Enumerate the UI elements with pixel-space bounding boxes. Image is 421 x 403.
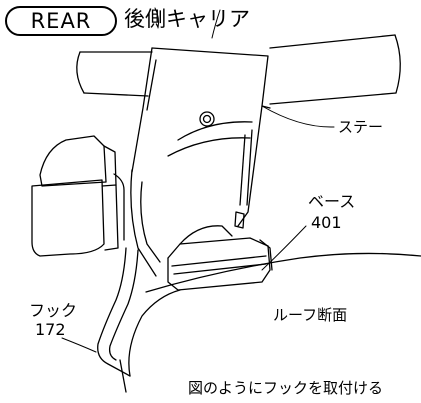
label-hook: フック xyxy=(29,301,78,320)
label-base: ベース xyxy=(308,192,356,211)
base-block xyxy=(167,225,273,291)
rear-badge: REAR xyxy=(5,6,117,36)
title-rear-carrier: 後側キャリア xyxy=(124,7,250,31)
stay-bracket xyxy=(130,7,271,277)
hook-172 xyxy=(97,247,139,393)
rear-label: REAR xyxy=(30,9,92,33)
roof-section xyxy=(128,252,421,377)
crossbar xyxy=(76,34,401,105)
label-hook-number: 172 xyxy=(35,320,66,339)
label-stay: ステー xyxy=(338,118,384,136)
bolt-icon xyxy=(199,111,215,127)
caption: 図のようにフックを取付ける xyxy=(188,379,384,397)
label-roof-section: ルーフ断面 xyxy=(273,306,348,324)
hook-pad xyxy=(31,135,125,257)
label-base-number: 401 xyxy=(311,213,342,232)
